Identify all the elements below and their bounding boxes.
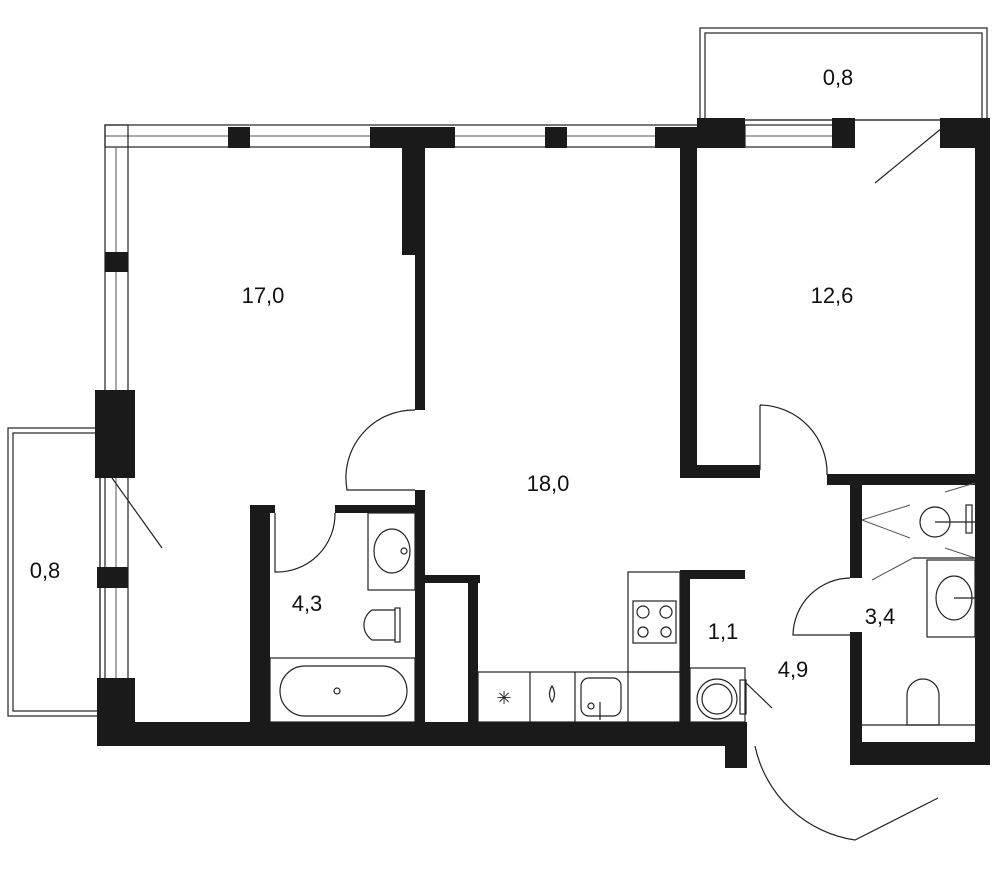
- bathtub-icon: [279, 665, 408, 717]
- room-area-hallway: 4,9: [777, 657, 809, 682]
- wc-fixtures: [861, 482, 976, 726]
- room-area-balcony-left: 0,8: [29, 558, 61, 583]
- doors: [111, 127, 943, 841]
- kitchen-counter: ✳: [477, 571, 681, 723]
- room-area-storage: 1,1: [707, 619, 739, 644]
- fridge-icon: ✳: [496, 688, 511, 708]
- walls: [95, 118, 990, 768]
- cooktop-icon: [632, 600, 677, 644]
- sink-icon: [580, 677, 622, 717]
- room-area-balcony-top: 0,8: [822, 65, 854, 90]
- room-area-bathroom: 4,3: [291, 591, 323, 616]
- toilet-icon: [363, 609, 395, 641]
- room-area-room-right: 12,6: [810, 283, 854, 308]
- washing-machine-icon: [689, 667, 773, 723]
- washbasin-icon: [373, 528, 411, 574]
- bathroom-fixtures: [269, 512, 416, 723]
- room-area-living-kitchen: 18,0: [526, 471, 570, 496]
- room-area-wc: 3,4: [864, 604, 896, 629]
- dishwasher-icon: [548, 684, 556, 704]
- toilet-icon: [906, 678, 940, 726]
- room-area-room-left: 17,0: [241, 283, 285, 308]
